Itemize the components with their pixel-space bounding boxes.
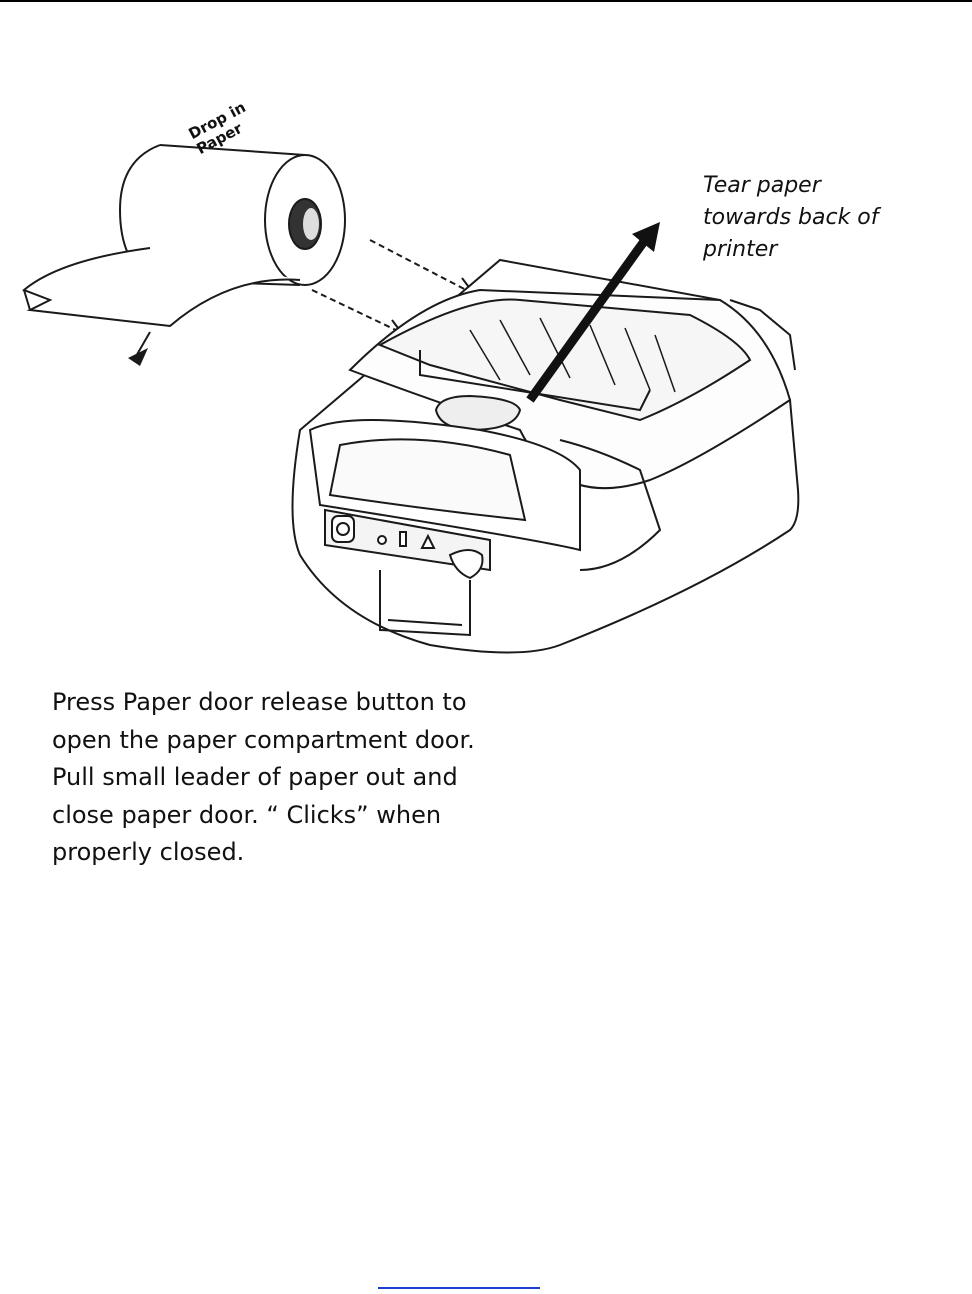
callout-line-1: Tear paper [703, 170, 963, 202]
instruction-line-2: open the paper compartment door. [52, 722, 522, 760]
instruction-text: Press Paper door release button to open … [52, 684, 522, 872]
instruction-line-1: Press Paper door release button to [52, 684, 522, 722]
footer-link-underline[interactable] [378, 1287, 540, 1289]
callout-line-2: towards back of [703, 202, 963, 234]
instruction-line-3: Pull small leader of paper out and [52, 759, 522, 797]
instruction-line-5: properly closed. [52, 834, 522, 872]
callout-line-3: printer [703, 234, 963, 266]
instruction-line-4: close paper door. “ Clicks” when [52, 797, 522, 835]
thermal-printer-icon [293, 260, 799, 653]
tear-paper-callout: Tear paper towards back of printer [703, 170, 963, 266]
page-top-rule [0, 0, 972, 2]
paper-roll-icon [24, 145, 345, 366]
